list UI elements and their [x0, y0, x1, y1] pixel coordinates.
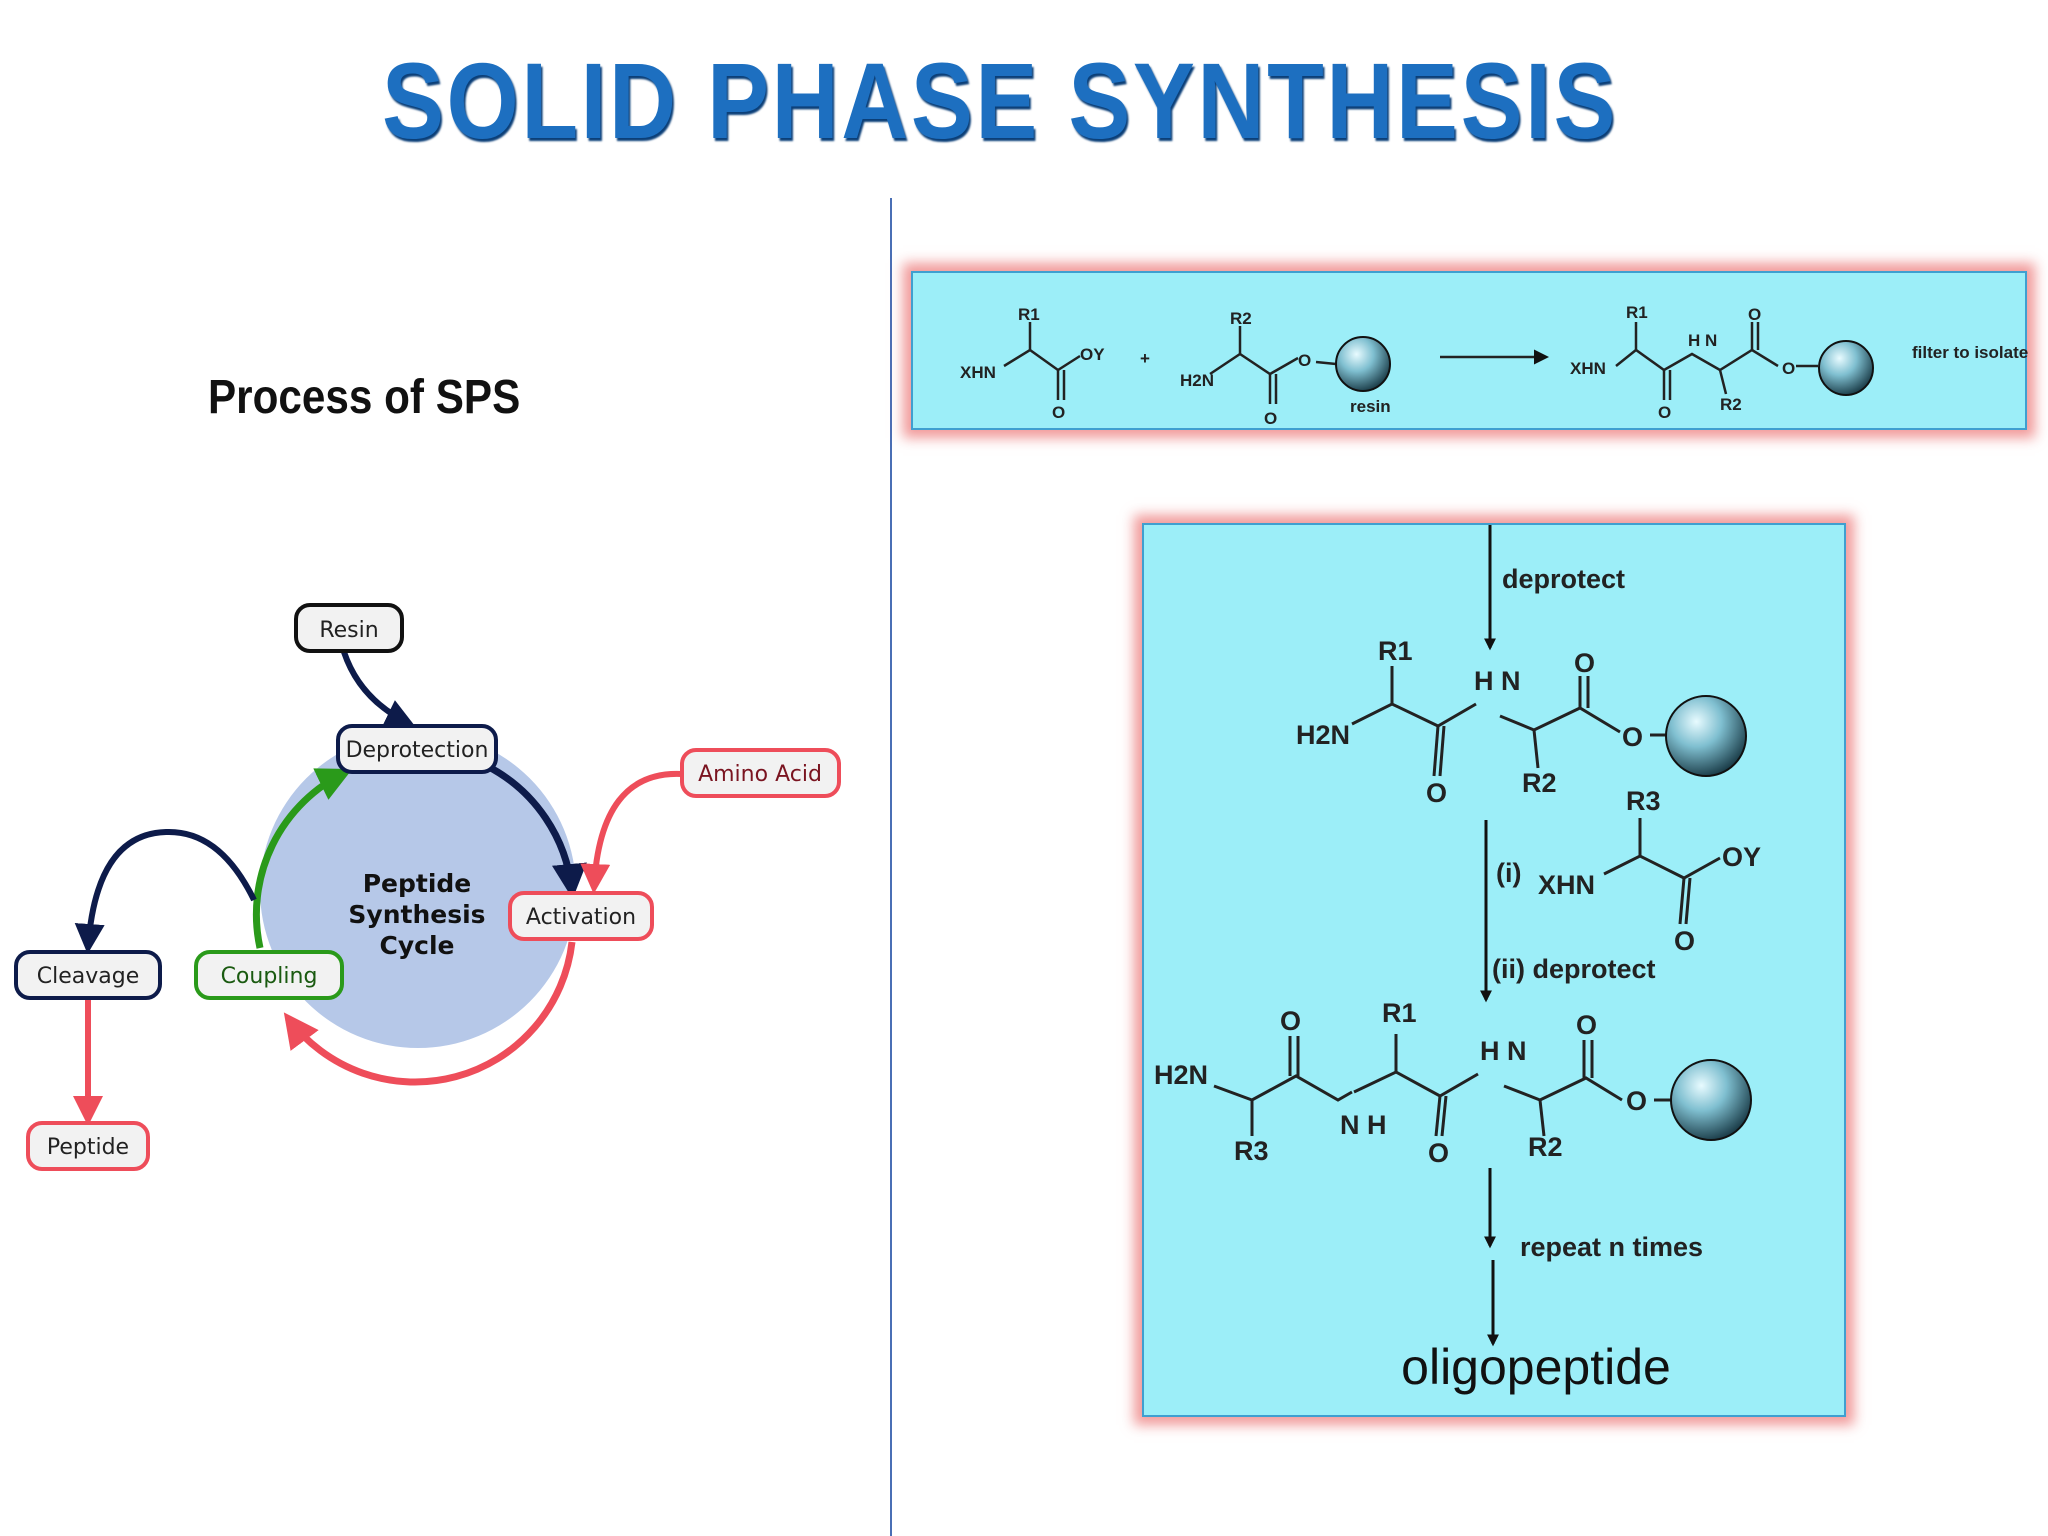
tripeptide-r1: R1 [1382, 998, 1417, 1028]
step-i-label: (i) [1496, 858, 1521, 888]
dipeptide-r1: R1 [1378, 636, 1413, 666]
top-resin-label: resin [1350, 397, 1391, 416]
reagent-o: O [1674, 926, 1695, 956]
tripeptide-resin-bead [1670, 1059, 1752, 1141]
top-r1-rgroup: R1 [1018, 305, 1040, 324]
tripeptide-r3: R3 [1234, 1136, 1269, 1166]
top-bonds [1003, 322, 1818, 404]
step-deprotect-label: deprotect [1502, 564, 1625, 594]
top-p-r1: R1 [1626, 303, 1648, 322]
step-repeat-label: repeat n times [1520, 1232, 1703, 1262]
final-product-label: oligopeptide [1401, 1339, 1671, 1395]
column-divider [890, 198, 892, 1536]
dipeptide-o1: O [1426, 778, 1447, 808]
tripeptide-nh-a: N H [1340, 1110, 1387, 1140]
top-p-r2: R2 [1720, 395, 1742, 414]
arrow-aminoacid-to-activation [580, 770, 683, 894]
node-amino-acid-box [680, 748, 841, 798]
cycle-center-line-1: Peptide [363, 869, 472, 898]
cycle-center-line-2: Synthesis [348, 900, 485, 929]
node-deprotection-box [336, 724, 498, 774]
top-r1-left: XHN [960, 363, 996, 382]
tripeptide-r2: R2 [1528, 1132, 1563, 1162]
dipeptide-bonds [1351, 666, 1674, 777]
tripeptide-o1: O [1280, 1006, 1301, 1036]
top-resin-bead-1 [1335, 336, 1391, 392]
node-resin-box [294, 603, 404, 653]
page-title: SOLID PHASE SYNTHESIS [381, 40, 1619, 161]
arrow-resin-to-deprotection [341, 651, 416, 728]
reagent-bonds [1603, 818, 1721, 925]
tripeptide-bonds [1213, 1034, 1678, 1137]
node-peptide-box [26, 1121, 150, 1171]
arc-coupling-to-deprotection [252, 768, 353, 949]
top-r1-o: O [1052, 403, 1065, 422]
node-cleavage-box [14, 950, 162, 1000]
reagent-r3: R3 [1626, 786, 1661, 816]
node-peptide: Peptide [47, 1135, 129, 1160]
node-deprotection: Deprotection [346, 738, 489, 763]
node-activation-box [508, 891, 654, 941]
dipeptide-nh: H N [1474, 666, 1521, 696]
arc-activation-to-coupling [283, 941, 576, 1086]
node-activation: Activation [526, 905, 636, 930]
tripeptide-nh-b: H N [1480, 1036, 1527, 1066]
tripeptide-o2: O [1428, 1138, 1449, 1168]
top-p-o2: O [1748, 305, 1761, 324]
node-coupling: Coupling [221, 964, 318, 989]
node-amino-acid: Amino Acid [698, 762, 822, 787]
arc-deprotection-to-activation [485, 762, 587, 899]
top-p-nh: H N [1688, 331, 1717, 350]
reagent-xhn: XHN [1538, 870, 1595, 900]
tripeptide-o3: O [1576, 1010, 1597, 1040]
tripeptide-ester-o: O [1626, 1086, 1647, 1116]
step-ii-label: (ii) deprotect [1492, 954, 1656, 984]
tripeptide-nterm: H2N [1154, 1060, 1208, 1090]
dipeptide-r2: R2 [1522, 768, 1557, 798]
process-subtitle: Process of SPS [208, 371, 521, 424]
top-p-ester-o: O [1782, 359, 1795, 378]
top-r2-ester-o: O [1298, 351, 1311, 370]
dipeptide-o2: O [1574, 648, 1595, 678]
top-resin-bead-2 [1818, 340, 1874, 396]
dipeptide-nterm: H2N [1296, 720, 1350, 750]
top-r2-o: O [1264, 409, 1277, 428]
top-r1-oy: OY [1080, 345, 1105, 364]
arrow-coupling-to-cleavage [74, 828, 257, 954]
top-p-left: XHN [1570, 359, 1606, 378]
sps-cycle-diagram: Resin Deprotection Amino Acid Activation… [14, 603, 841, 1171]
reagent-oy: OY [1722, 842, 1761, 872]
top-r2-rgroup: R2 [1230, 309, 1252, 328]
cycle-center-line-3: Cycle [380, 931, 455, 960]
top-plus: + [1140, 349, 1150, 368]
dipeptide-ester-o: O [1622, 722, 1643, 752]
node-resin: Resin [319, 618, 378, 643]
top-r2-left: H2N [1180, 371, 1214, 390]
dipeptide-resin-bead [1665, 695, 1747, 777]
node-coupling-box [194, 950, 344, 1000]
top-p-o1: O [1658, 403, 1671, 422]
top-filter-note: filter to isolate [1912, 343, 2028, 362]
node-cleavage: Cleavage [37, 964, 140, 989]
